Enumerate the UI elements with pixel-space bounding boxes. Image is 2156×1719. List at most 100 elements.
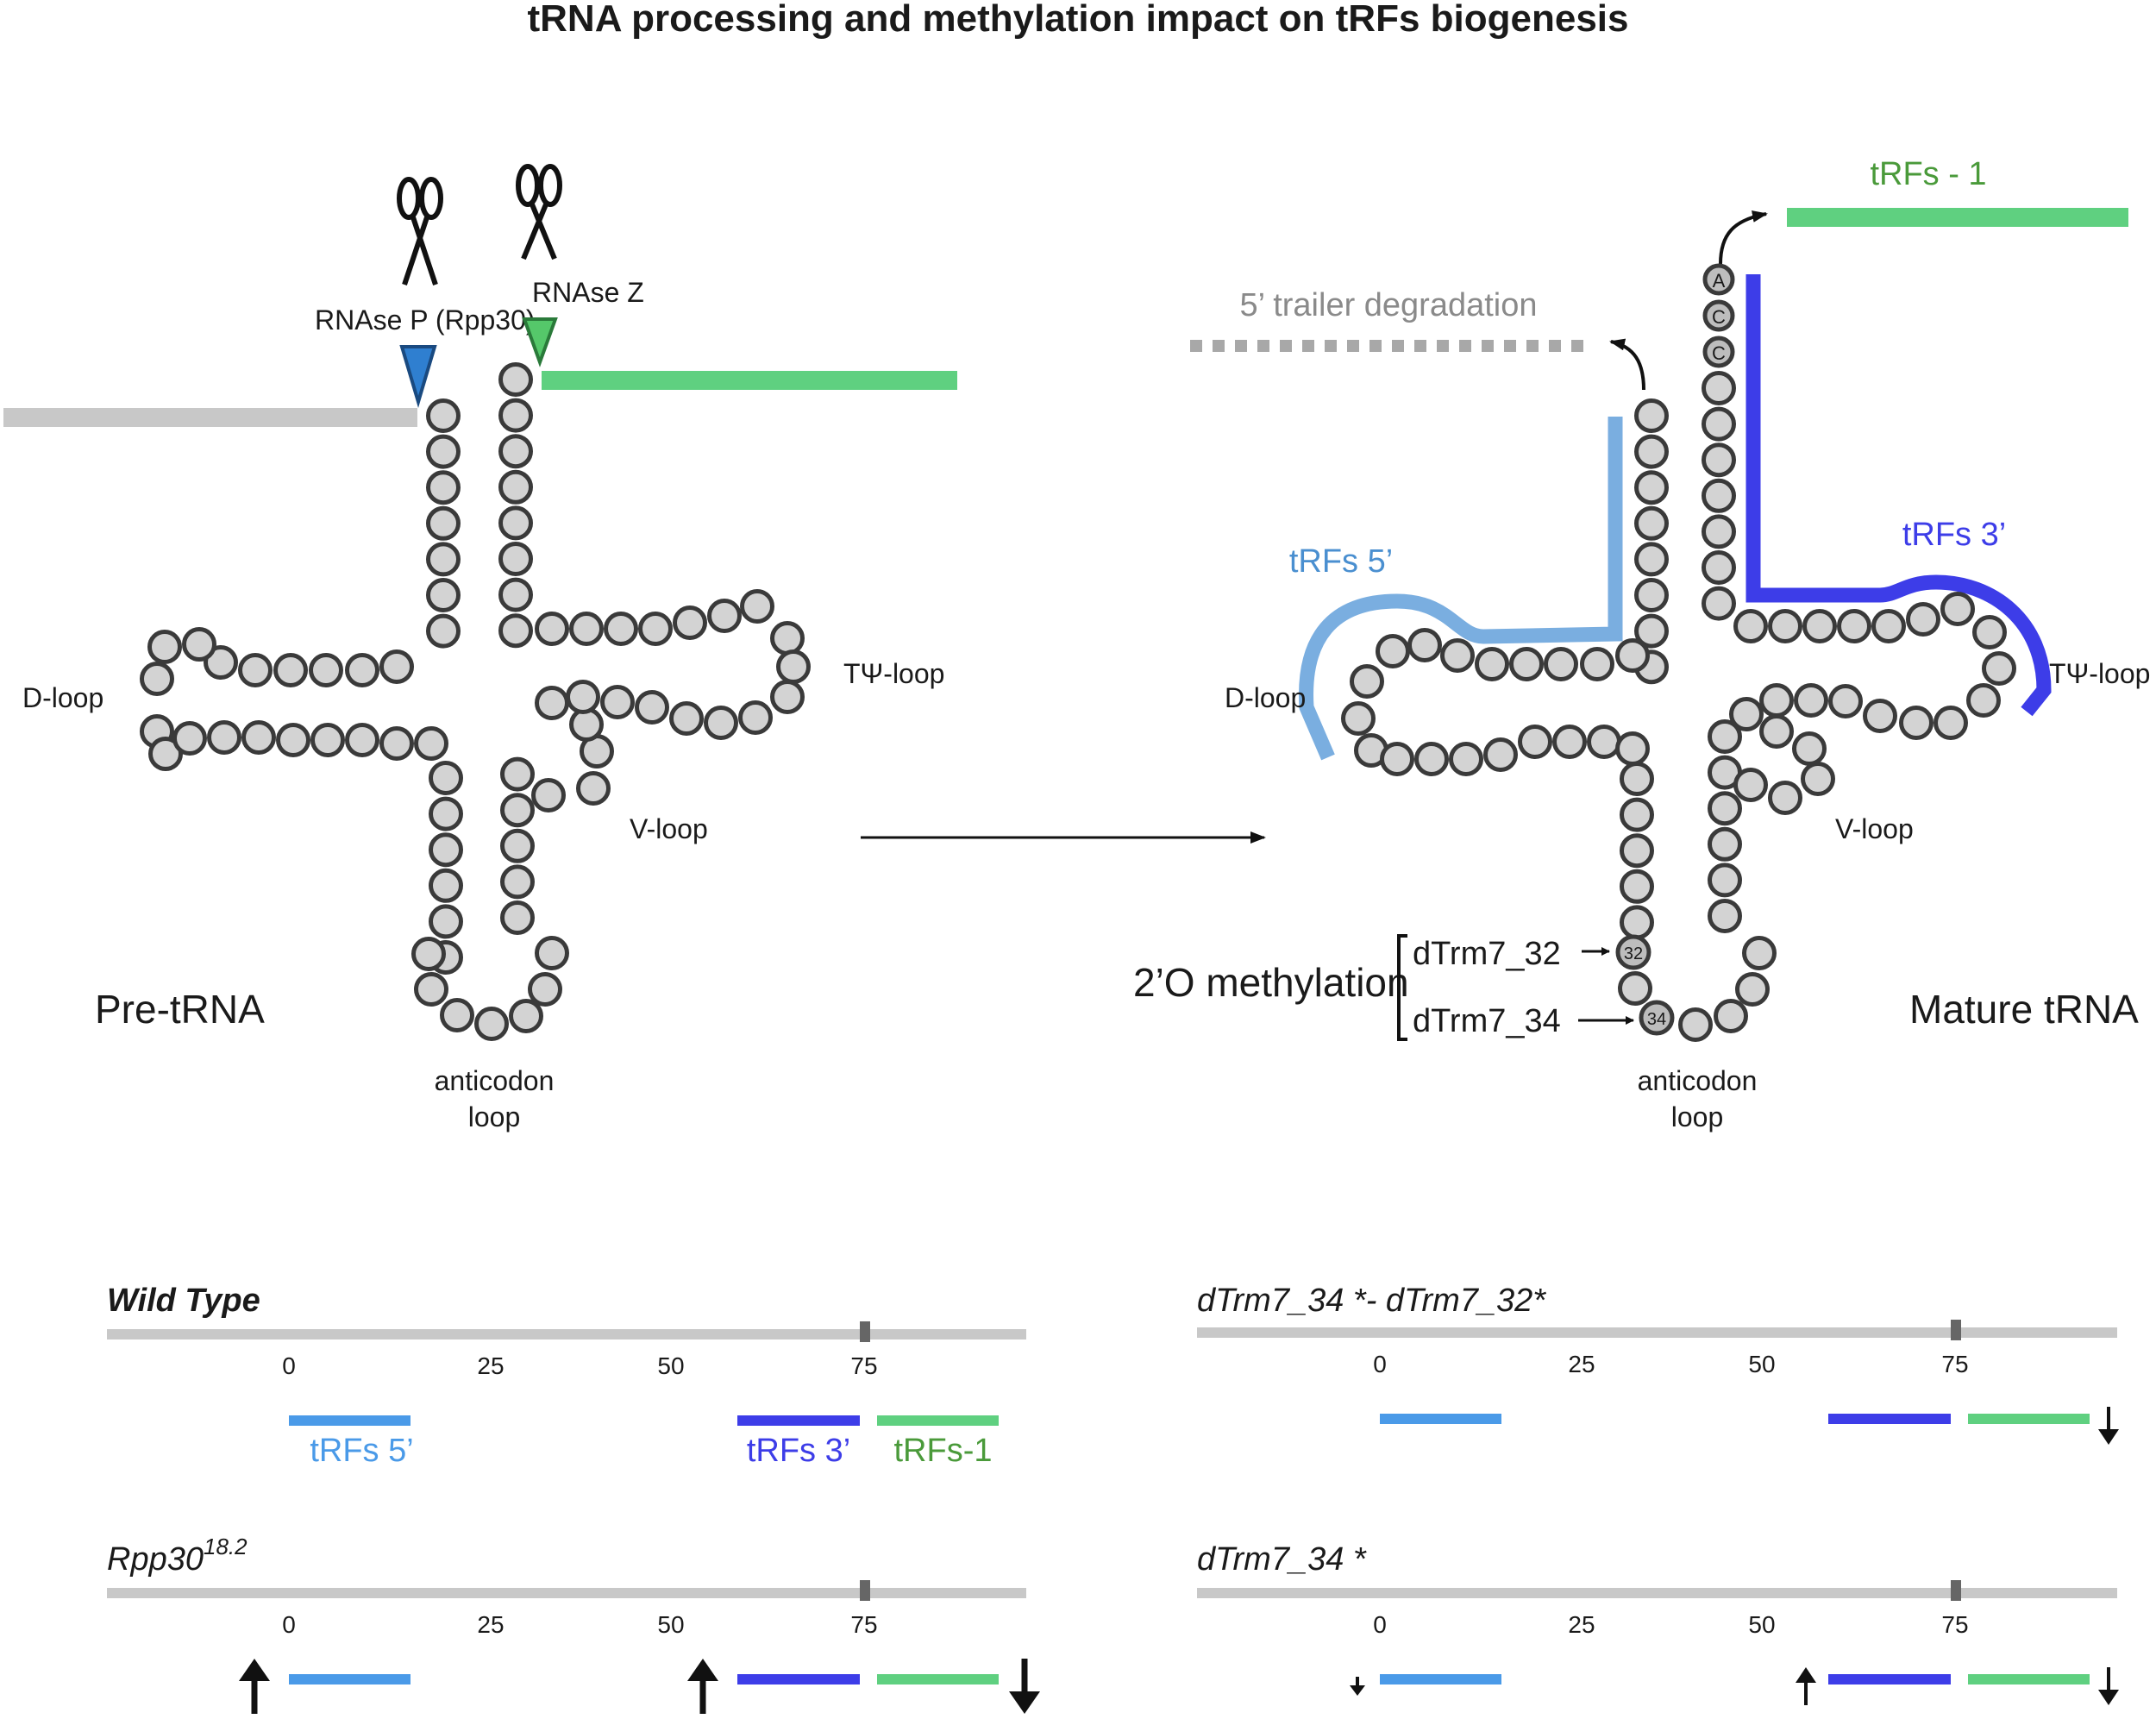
nucleotide-bead [1702, 406, 1736, 442]
tick-label: 0 [1373, 1611, 1387, 1638]
nucleotide-bead [1414, 742, 1449, 776]
nucleotide-bead [776, 649, 811, 684]
trm34-label: dTrm7_34 [1413, 1003, 1561, 1039]
scissors-icon [397, 177, 443, 285]
panel-title: dTrm7_34 * [1197, 1541, 1367, 1578]
cca-bead [1702, 263, 1735, 296]
nucleotide-bead [1801, 762, 1835, 796]
tick-label: 75 [850, 1352, 877, 1379]
nucleotide-bead [1440, 638, 1475, 673]
nucleotide-bead [140, 662, 174, 696]
nucleotide-bead [345, 653, 379, 687]
cca-letter: A [1713, 270, 1726, 292]
nucleotide-bead [569, 707, 604, 742]
nucleotide-bead [1794, 683, 1828, 718]
cca-bead [1702, 299, 1735, 332]
nucleotide-bead [635, 690, 669, 725]
mature-trna-label: Mature tRNA [1909, 987, 2139, 1032]
cca-bead [1702, 336, 1735, 368]
trailer-arrow [1609, 338, 1645, 391]
methylation-bracket [1397, 934, 1407, 1041]
nucleotide-bead [1768, 781, 1802, 815]
trf3-segment [737, 1674, 860, 1684]
nucleotide-bead [429, 796, 463, 831]
nucleotide-bead [509, 999, 543, 1033]
trf1-down-arrow [2098, 1667, 2119, 1705]
nucleotide-bead [1518, 725, 1552, 759]
nucleotide-bead [1837, 609, 1871, 643]
position-75-marker [860, 1580, 870, 1601]
nucleotide-bead [379, 726, 414, 761]
nucleotide-bead [1702, 514, 1736, 549]
nucleotide-bead [345, 723, 379, 757]
nucleotide-bead [1702, 586, 1736, 621]
nucleotide-bead [1966, 683, 2001, 718]
cca-letter: C [1712, 342, 1726, 364]
nucleotide-bead [1702, 442, 1736, 478]
rnase-z-label: RNAse Z [532, 277, 644, 308]
pre-d-loop-label: D-loop [22, 682, 103, 713]
methylation-label: 2’O methylation [1133, 960, 1409, 1005]
nucleotide-bead [1341, 701, 1376, 736]
nucleotide-bead [1350, 664, 1384, 699]
nucleotide-bead [414, 972, 448, 1007]
nucleotide-bead [429, 904, 463, 939]
nucleotide-bead [1863, 699, 1897, 733]
nucleotide-bead [1934, 706, 1968, 740]
nucleotide-bead [1702, 371, 1736, 405]
nucleotide-bead [411, 937, 446, 971]
rnase-p-triangle [399, 345, 437, 409]
nucleotide-bead [1972, 615, 2007, 649]
trf1-label: tRFs - 1 [1870, 156, 1986, 192]
tick-label: 25 [477, 1611, 504, 1638]
nucleotide-bead [707, 599, 742, 633]
position-75-marker [1951, 1320, 1961, 1340]
nucleotide-bead [276, 723, 310, 757]
nucleotide-bead [1407, 628, 1442, 662]
nucleotide-bead [1634, 398, 1669, 433]
nucleotide-bead [500, 756, 535, 792]
trf3-segment [1828, 1414, 1951, 1424]
nucleotide-bead [569, 612, 604, 646]
pre-trna-label: Pre-tRNA [95, 987, 265, 1032]
nucleotide-bead [1620, 905, 1654, 940]
nucleotide-bead [604, 612, 638, 646]
nucleotide-bead [148, 737, 183, 771]
nucleotide-bead [1708, 863, 1742, 898]
nucleotide-bead [1634, 578, 1669, 612]
nucleotide-bead [528, 972, 562, 1007]
tick-label: 0 [282, 1352, 296, 1379]
nucleotide-bead [500, 864, 535, 900]
nucleotide-bead [241, 720, 276, 755]
nucleotide-bead [1509, 647, 1544, 681]
position-track [1197, 1327, 2117, 1338]
panel-title: Rpp3018.2 [107, 1534, 248, 1578]
mat-d-loop-label: D-loop [1225, 682, 1306, 713]
cca-letter: C [1712, 306, 1726, 328]
nucleotide-bead [310, 723, 345, 757]
trf3-label: tRFs 3’ [1902, 517, 2006, 553]
nucleotide-bead [669, 701, 704, 736]
trf3-curve [1745, 274, 2052, 717]
nucleotide-bead [638, 612, 673, 646]
pre-anticodon-label-2: loop [468, 1101, 521, 1132]
nucleotide-bead [1759, 683, 1794, 718]
trf5-segment [1380, 1674, 1501, 1684]
scissors-icon [516, 164, 562, 260]
pos34-label: 34 [1647, 1010, 1666, 1029]
position-track [1197, 1588, 2117, 1598]
panel-title: dTrm7_34 *- dTrm7_32* [1197, 1283, 1546, 1319]
nucleotide-bead [500, 793, 535, 828]
nucleotide-bead [498, 434, 533, 469]
tick-label: 0 [282, 1611, 296, 1638]
mat-anticodon-label-1: anticodon [1638, 1065, 1758, 1096]
trf1-segment [877, 1674, 999, 1684]
trf5-up-arrow [239, 1659, 270, 1714]
mat-v-loop-label: V-loop [1835, 813, 1914, 844]
trf1-down-arrow [1009, 1659, 1040, 1714]
nucleotide-bead [1483, 737, 1518, 772]
nucleotide-bead [426, 470, 461, 505]
